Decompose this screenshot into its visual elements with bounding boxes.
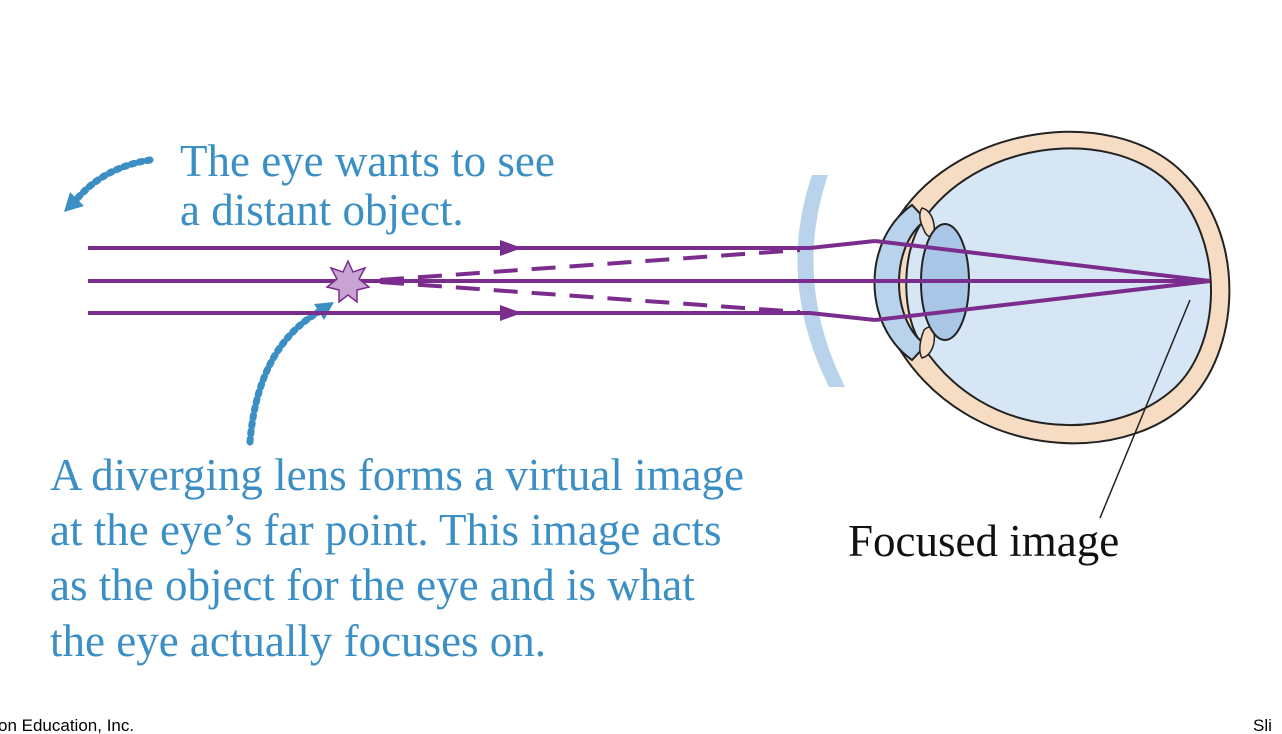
bottom-callout-line-4: the eye actually focuses on. [50,616,546,666]
diverging-lens [797,175,845,387]
ray-bottom-arrowhead [500,305,522,321]
light-rays [88,239,1211,322]
eye [873,130,1231,445]
bottom-callout-line-3: as the object for the eye and is what [50,560,695,610]
virtual-image-star [325,259,371,304]
focused-image-label: Focused image [848,516,1119,566]
ray-bottom-after-lens [809,311,876,322]
bottom-dotted-arrow [246,306,326,446]
top-dotted-arrow [68,156,154,209]
top-callout-line-2: a distant object. [180,185,464,235]
ray-top-arrowhead [500,240,522,256]
ray-top-in-eye [874,239,1211,283]
bottom-callout-line-1: A diverging lens forms a virtual image [50,450,744,500]
ray-top-after-lens [809,239,876,250]
ray-bottom-in-eye [874,279,1211,322]
footer-copyright: on Education, Inc. [0,716,134,734]
top-callout-line-1: The eye wants to see [180,136,555,186]
top-dotted-arrowhead [64,192,84,212]
bottom-callout-line-2: at the eye’s far point. This image acts [50,505,721,555]
iris-top [919,207,936,238]
ray-bottom-virtual-dashed [379,280,801,314]
ray-top-virtual-dashed [379,248,801,282]
focused-image-pointer [1099,299,1191,519]
footer-slide-number: Sli [1253,716,1272,734]
